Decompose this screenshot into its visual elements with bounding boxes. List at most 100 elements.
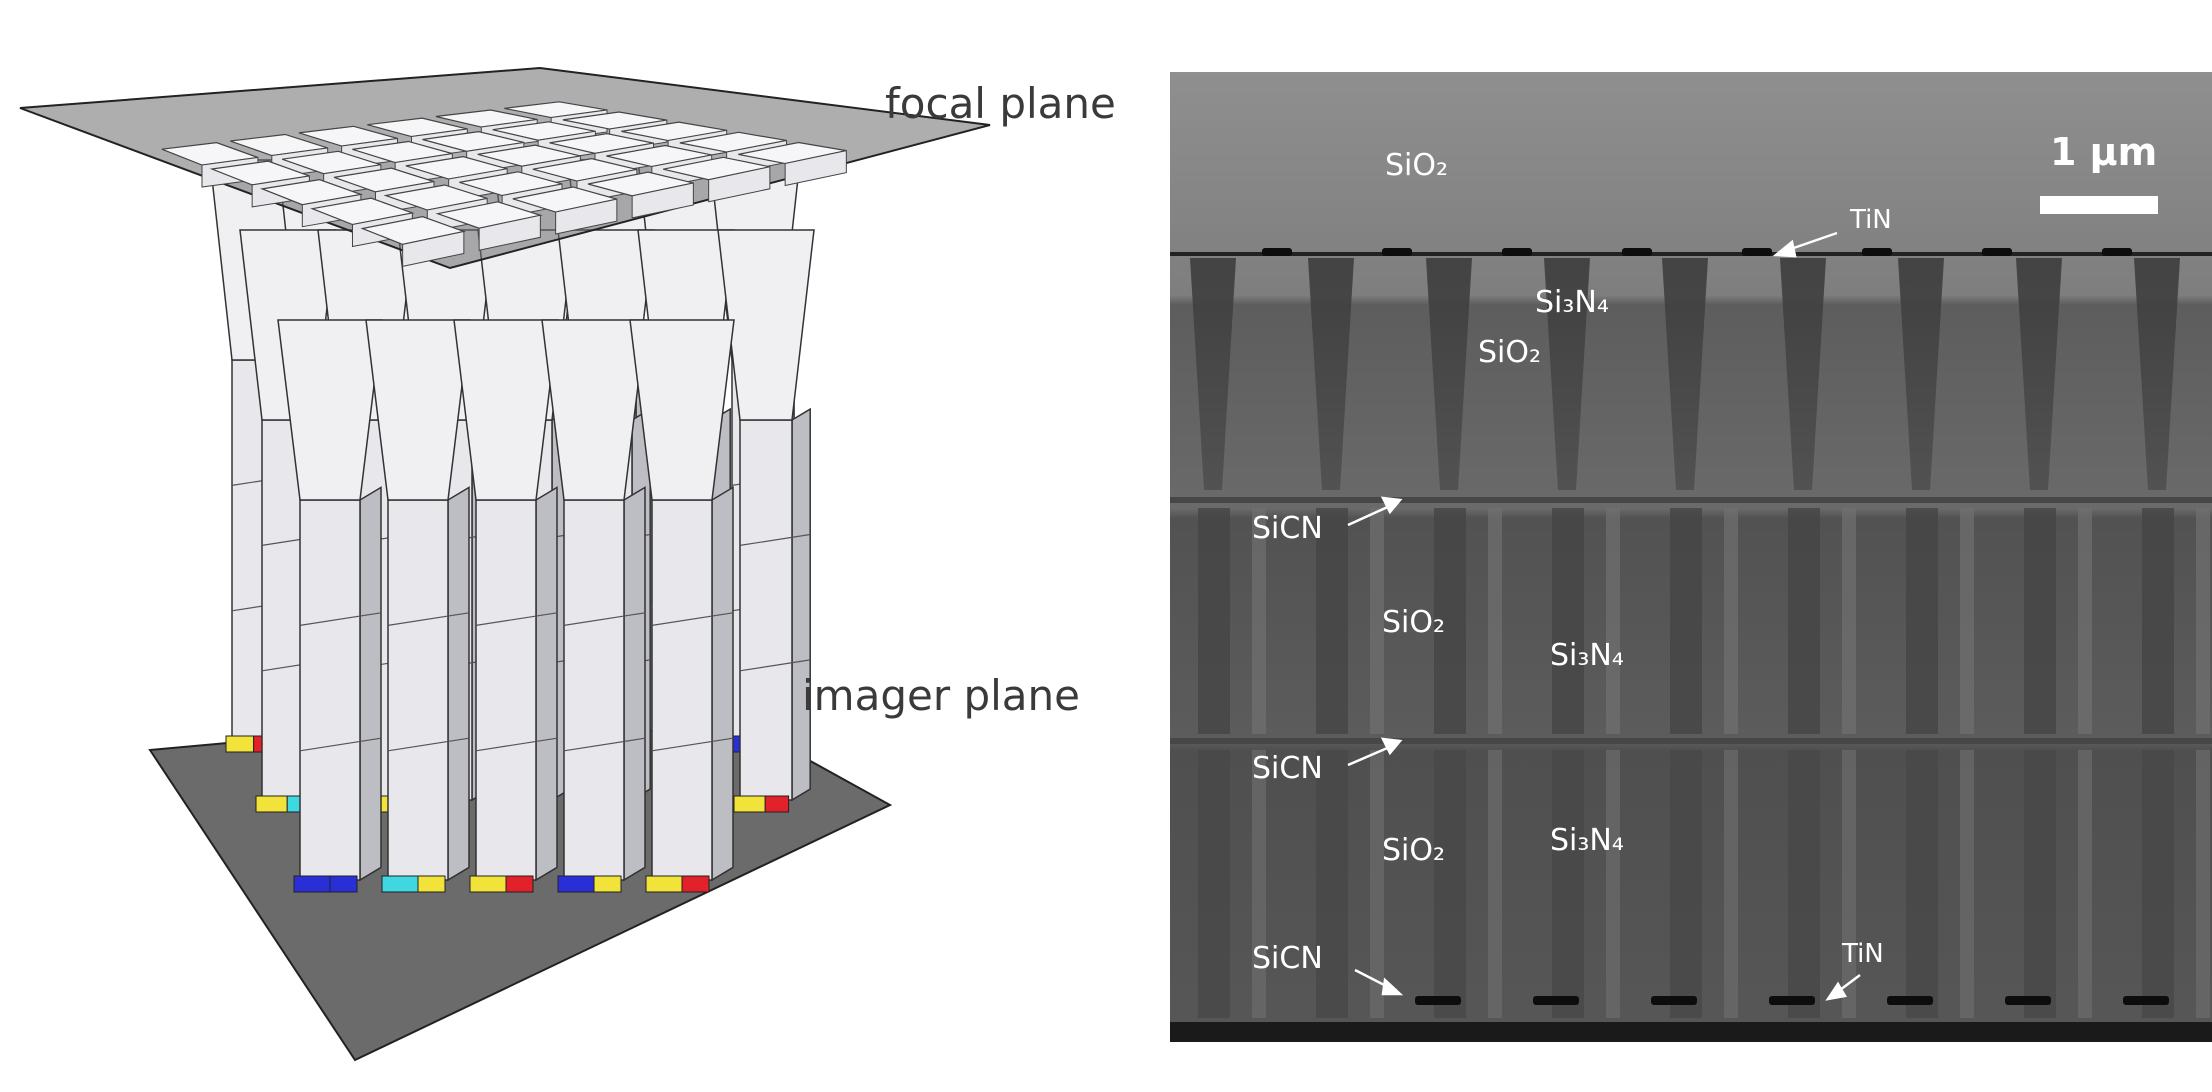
pixel-pad xyxy=(733,795,766,813)
sem-taper-column xyxy=(2016,258,2062,490)
tin-pads-top xyxy=(1262,248,2132,256)
sem-mid-light xyxy=(1370,508,1384,734)
pixel-pad xyxy=(505,875,534,893)
lens-tile-grid xyxy=(161,101,847,268)
tin-pad xyxy=(1769,996,1815,1005)
pillar-segment xyxy=(299,737,382,752)
tin-pad xyxy=(1502,248,1532,256)
pixel-pad xyxy=(681,875,710,893)
sem-mid-light xyxy=(1606,508,1620,734)
scale-bar-label: 1 μm xyxy=(2050,130,2157,174)
tin-pad xyxy=(1533,996,1579,1005)
label-tin-bottom: TiN xyxy=(1841,939,1884,969)
arrow-sicn-2 xyxy=(1347,744,1393,767)
tin-pad xyxy=(1262,248,1292,256)
sem-low-column xyxy=(1198,750,1230,1018)
sem-mid-column xyxy=(2024,508,2056,734)
tin-pad xyxy=(2123,996,2169,1005)
sem-low-column xyxy=(1788,750,1820,1018)
pillar-side xyxy=(791,407,811,802)
sem-taper-column xyxy=(2134,258,2180,490)
lens-tile-front xyxy=(784,149,847,187)
pixel-pad xyxy=(764,795,790,813)
pillar-segment xyxy=(475,737,558,752)
arrowhead-tin-top xyxy=(1772,239,1797,258)
pillar-group xyxy=(209,159,815,893)
lens-tile-front xyxy=(708,166,771,203)
tin-pad xyxy=(1415,996,1461,1005)
sem-mid-column xyxy=(1670,508,1702,734)
label-sicn-2: SiCN xyxy=(1252,751,1323,786)
sem-low-column xyxy=(1434,750,1466,1018)
label-si3n4-low: Si₃N₄ xyxy=(1550,823,1624,858)
pillar-taper xyxy=(629,319,735,501)
lens-tile-front xyxy=(478,214,541,251)
sem-low-column xyxy=(1552,750,1584,1018)
pixel-pad xyxy=(329,875,358,893)
sem-mid-light xyxy=(1252,508,1266,734)
pillar-segment xyxy=(475,612,558,626)
tin-pad xyxy=(1651,996,1697,1005)
sem-low-column xyxy=(1906,750,1938,1018)
arrow-sicn-1 xyxy=(1347,503,1393,527)
sem-low-light xyxy=(1252,750,1266,1018)
sem-low-light xyxy=(1606,750,1620,1018)
pillar-taper xyxy=(717,229,815,421)
sem-mid-column xyxy=(1316,508,1348,734)
sem-low-light xyxy=(1842,750,1856,1018)
sem-mid-light xyxy=(1960,508,1974,734)
pillar-side xyxy=(623,486,646,882)
sem-low-light xyxy=(1960,750,1974,1018)
interface-sicn-2 xyxy=(1170,738,2212,744)
pillar-segment xyxy=(563,612,646,626)
label-si3n4-mid: Si₃N₄ xyxy=(1550,638,1624,673)
sem-taper-column xyxy=(1898,258,1944,490)
substrate-strip xyxy=(1170,1022,2212,1042)
sem-mid-light xyxy=(1488,508,1502,734)
pillar-taper xyxy=(453,319,559,501)
sem-low-light xyxy=(2196,750,2210,1018)
sem-mid-light xyxy=(1724,508,1738,734)
tin-pad xyxy=(1862,248,1892,256)
pillar-front xyxy=(739,419,793,801)
label-sio2-mid: SiO₂ xyxy=(1382,605,1445,640)
sem-mid-light xyxy=(1842,508,1856,734)
pillar-front xyxy=(299,499,361,881)
pillar-taper xyxy=(365,319,471,501)
sem-mid-column xyxy=(1906,508,1938,734)
pixel-pad xyxy=(293,875,331,893)
tin-pad xyxy=(1887,996,1933,1005)
lens-tile-front xyxy=(402,230,465,268)
pixel-pad xyxy=(593,875,622,893)
label-sio2-upper: SiO₂ xyxy=(1478,335,1541,370)
sem-taper-column xyxy=(1544,258,1590,490)
pillar-segment xyxy=(739,533,811,546)
label-sicn-1: SiCN xyxy=(1252,511,1323,546)
pillar-front xyxy=(651,499,713,881)
pixel-pad xyxy=(255,795,288,813)
pixel-pad xyxy=(645,875,683,893)
pillar-front xyxy=(563,499,625,881)
scale-bar xyxy=(2040,196,2158,214)
sem-taper-column xyxy=(1662,258,1708,490)
lens-tile-front xyxy=(555,198,618,235)
pillar-side xyxy=(535,486,558,882)
pixel-pad xyxy=(417,875,446,893)
label-tin-top: TiN xyxy=(1849,205,1892,235)
sem-mid-light xyxy=(2196,508,2210,734)
sem-taper-column xyxy=(1308,258,1354,490)
sem-low-column xyxy=(2142,750,2174,1018)
sem-mid-column xyxy=(1198,508,1230,734)
label-sio2-low: SiO₂ xyxy=(1382,833,1445,868)
sem-low-light xyxy=(1724,750,1738,1018)
pixel-pad xyxy=(557,875,595,893)
sem-cross-section: 1 μm SiO₂ TiN Si₃N₄ SiO₂ SiCN SiO₂ Si₃N₄… xyxy=(1170,72,2212,1042)
sem-columns xyxy=(1190,258,2210,1018)
pillar-front xyxy=(475,499,537,881)
pillar-array-diagram: focal plane imager plane xyxy=(19,66,1116,1062)
tin-pad xyxy=(2102,248,2132,256)
label-sicn-3: SiCN xyxy=(1252,941,1323,976)
sem-mid-column xyxy=(1788,508,1820,734)
pillar-segment xyxy=(387,612,470,626)
